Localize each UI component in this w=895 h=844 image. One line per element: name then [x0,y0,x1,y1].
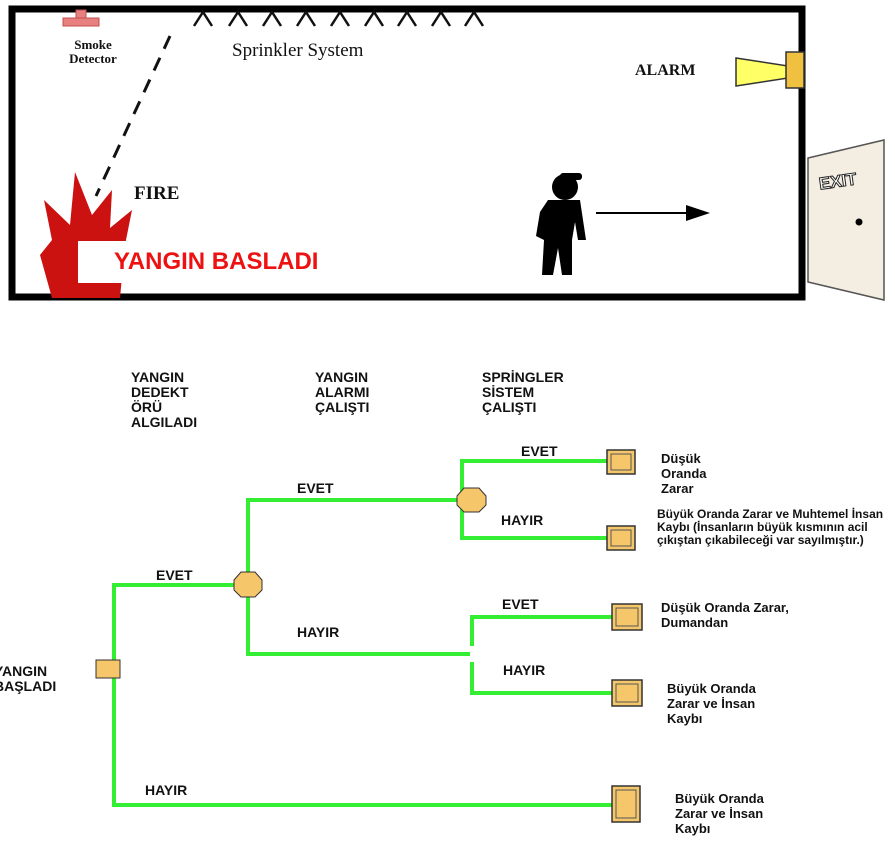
outcome-label-1: Düşük Oranda Zarar [661,451,731,496]
branch-label-alarm-yes: EVET [297,480,334,496]
header-sprinkler: SPRİNGLER SİSTEM ÇALIŞTI [482,370,592,415]
outcome-label-3: Düşük Oranda Zarar, Dumandan [661,600,821,630]
branch-label-detector-no: HAYIR [145,782,187,798]
header-detector: YANGIN DEDEKT ÖRÜ ALGILADI [131,370,223,430]
initiating-event-label: YANGIN BAŞLADI [0,664,74,694]
branch-label-alarm-no: HAYIR [297,624,339,640]
branch-label-sprinkler-upper-no: HAYIR [501,512,543,528]
outcome-label-4: Büyük Oranda Zarar ve İnsan Kaybı [667,681,777,726]
outcome-label-5: Büyük Oranda Zarar ve İnsan Kaybı [675,791,785,836]
branch-label-sprinkler-lower-yes: EVET [502,596,539,612]
branch-label-sprinkler-upper-yes: EVET [521,443,558,459]
outcome-label-2: Büyük Oranda Zarar ve Muhtemel İnsan Kay… [657,508,893,547]
initiating-event-node [96,660,120,678]
header-alarm: YANGIN ALARMI ÇALIŞTI [315,370,395,415]
alarm-node [234,572,262,597]
sprinkler-upper-node [457,488,486,512]
branch-label-detector-yes: EVET [156,567,193,583]
branch-label-sprinkler-lower-no: HAYIR [503,662,545,678]
